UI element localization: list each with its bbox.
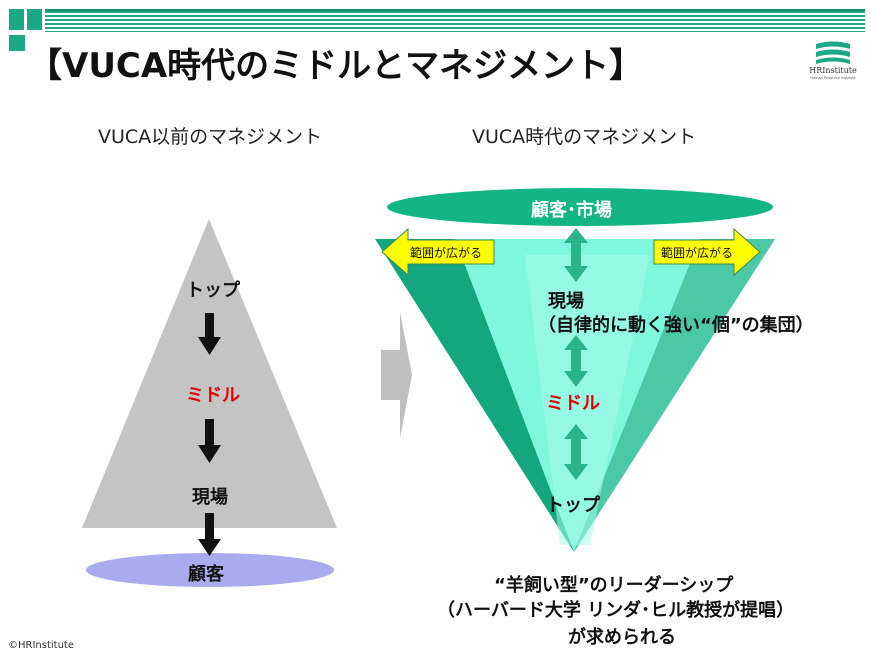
title-marker-square [9, 35, 25, 51]
hrinstitute-logo-icon [816, 41, 850, 64]
right-top-label: トップ [546, 495, 600, 516]
footer-line-2: （ハーバード大学 リンダ･ヒル教授が提唱） [437, 600, 795, 621]
down-arrow-2 [198, 419, 221, 463]
customer-ellipse [86, 553, 334, 587]
left-level-middle: ミドル [186, 385, 240, 406]
left-heading: VUCA以前のマネジメント [98, 126, 323, 148]
logo-name: HRInstitute [809, 66, 857, 75]
customer-market-ellipse [387, 188, 773, 226]
footer-line-3: が求められる [568, 627, 676, 648]
header-square-1 [9, 9, 24, 30]
double-arrow-field-middle [564, 335, 588, 387]
double-arrow-middle-top [564, 424, 588, 480]
transition-arrow [381, 312, 412, 438]
right-middle-label: ミドル [546, 393, 600, 414]
right-field-note: （自律的に動く強い“個”の集団） [538, 315, 814, 336]
expand-label-left: 範囲が広がる [410, 246, 483, 260]
header-stripe-bar [45, 9, 865, 32]
hierarchy-triangle [82, 219, 337, 528]
down-arrow-3 [198, 513, 221, 556]
customer-market-label: 顧客･市場 [531, 200, 612, 221]
left-level-field: 現場 [192, 487, 228, 508]
logo-subtitle: Human Resource Institute [810, 76, 856, 80]
header-square-2 [27, 9, 42, 30]
right-heading: VUCA時代のマネジメント [472, 126, 697, 148]
double-arrow-market-field [564, 228, 588, 282]
expand-arrow-left [381, 227, 495, 277]
footer-line-1: “羊飼い型”のリーダーシップ [494, 575, 734, 596]
expand-arrow-right [653, 227, 761, 277]
inverted-triangle-right-band [574, 239, 775, 552]
left-level-top: トップ [186, 280, 240, 301]
copyright: ©HRInstitute [8, 640, 74, 651]
left-level-customer: 顧客 [188, 564, 224, 585]
page-title: 【VUCA時代のミドルとマネジメント】 [28, 46, 644, 86]
inverted-triangle-glow [525, 255, 650, 545]
down-arrow-1 [198, 313, 221, 355]
expand-label-right: 範囲が広がる [661, 246, 734, 260]
right-field-label: 現場 [548, 291, 584, 312]
